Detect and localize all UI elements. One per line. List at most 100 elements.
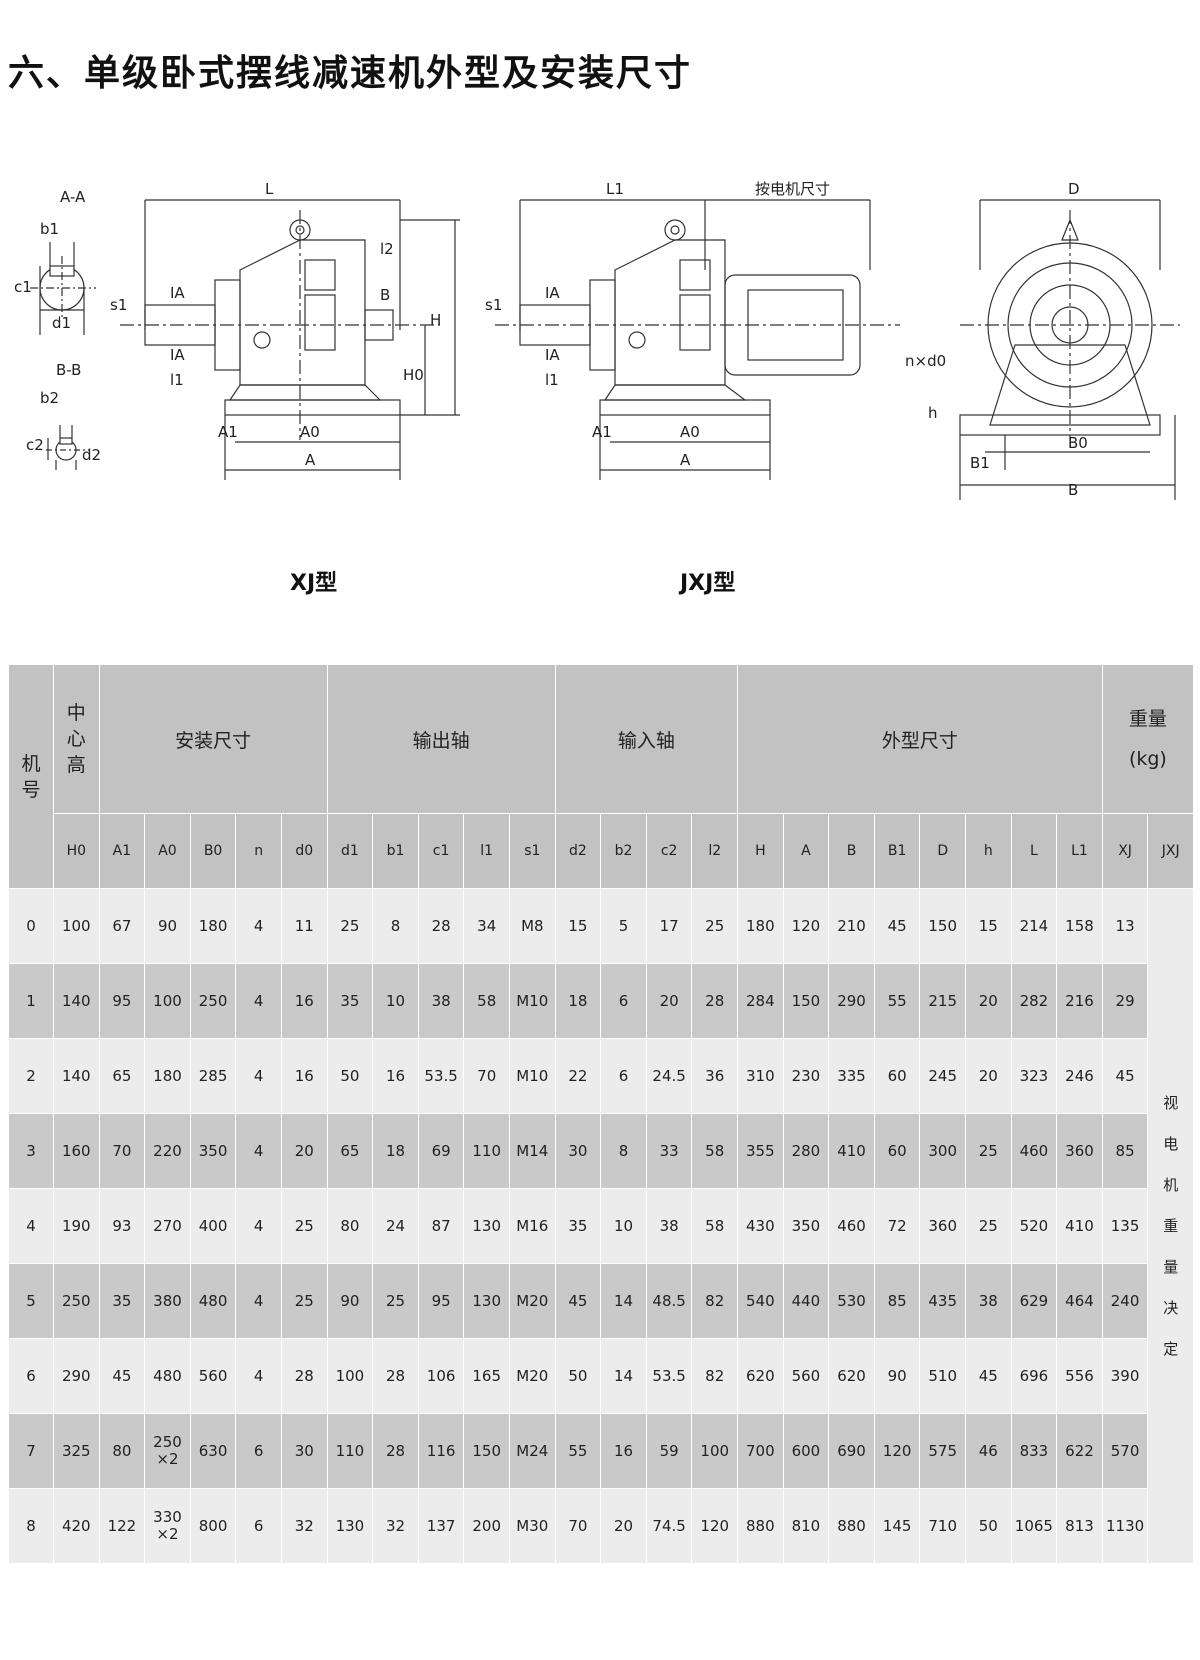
cell-h: 25	[965, 1188, 1012, 1264]
cell-h: 45	[965, 1338, 1012, 1414]
cell-d2: 22	[554, 1038, 602, 1114]
cell-c1: 106	[417, 1338, 465, 1414]
cell-d: 575	[919, 1413, 966, 1489]
cell-l2: 120	[691, 1488, 739, 1564]
section-aa-label: A-A	[60, 188, 86, 206]
cell-a1: 95	[98, 963, 146, 1039]
cell-b2: 6	[600, 1038, 647, 1114]
cell-d: 215	[919, 963, 966, 1039]
cell-d1: 80	[326, 1188, 374, 1264]
cell-d1: 35	[326, 963, 374, 1039]
column-header-a0: A0	[144, 813, 191, 889]
jxj-side-view	[495, 199, 900, 480]
cell-c1: 28	[417, 888, 465, 964]
cell-b1: 120	[873, 1413, 921, 1489]
cell-d0: 32	[280, 1488, 328, 1564]
cell-a1: 70	[98, 1113, 146, 1189]
cell-h0: 190	[53, 1188, 100, 1264]
column-header-a1: A1	[98, 813, 146, 889]
cell-s1: M14	[509, 1113, 556, 1189]
cell-xj: 570	[1101, 1413, 1149, 1489]
cell-h: 620	[737, 1338, 784, 1414]
cell-l1: 360	[1056, 1113, 1103, 1189]
cell-d: 510	[919, 1338, 966, 1414]
cell-n: 4	[235, 963, 282, 1039]
cell-c2: 33	[645, 1113, 693, 1189]
column-header-s1: s1	[509, 813, 556, 889]
dim-s1: s1	[110, 296, 127, 314]
cell-d: 150	[919, 888, 966, 964]
dim-B0: B0	[1068, 434, 1088, 452]
column-header-d1: d1	[326, 813, 374, 889]
cell-d2: 18	[554, 963, 602, 1039]
cell-b: 335	[828, 1038, 875, 1114]
cell-c1: 137	[417, 1488, 465, 1564]
dim-jxj-s1: s1	[485, 296, 502, 314]
cell-b1: 145	[873, 1488, 921, 1564]
dim-B: B	[1068, 481, 1078, 499]
header-input-shaft: 输入轴	[554, 664, 739, 814]
cell-c2: 20	[645, 963, 693, 1039]
section-bb-label: B-B	[56, 361, 81, 379]
cell-xj: 29	[1101, 963, 1149, 1039]
cell-s1: M24	[509, 1413, 556, 1489]
cell-s1: M16	[509, 1188, 556, 1264]
dim-jxj-l1: l1	[545, 371, 559, 389]
column-header-b: B	[828, 813, 875, 889]
cell-n: 4	[235, 888, 282, 964]
dim-H: H	[430, 311, 441, 329]
cell-b1: 60	[873, 1113, 921, 1189]
cell-s1: M10	[509, 1038, 556, 1114]
cell-b0: 630	[189, 1413, 237, 1489]
caption-jxj: JXJ型	[680, 571, 736, 596]
column-header-b2: b2	[600, 813, 647, 889]
cell-b1: 8	[372, 888, 419, 964]
cell-l1: 150	[463, 1413, 510, 1489]
cell-a0: 480	[144, 1338, 191, 1414]
cell-b1: 24	[372, 1188, 419, 1264]
cell-b2: 10	[600, 1188, 647, 1264]
cell-l: 629	[1010, 1263, 1058, 1339]
header-center-height: 中心高	[53, 664, 100, 814]
cell-model-number: 5	[8, 1263, 54, 1339]
cell-a0: 220	[144, 1113, 191, 1189]
cell-a1: 80	[98, 1413, 146, 1489]
cell-c1: 69	[417, 1113, 465, 1189]
cell-a: 600	[782, 1413, 830, 1489]
cell-h0: 140	[53, 1038, 100, 1114]
cell-a0: 100	[144, 963, 191, 1039]
cell-h: 20	[965, 963, 1012, 1039]
cell-a: 440	[782, 1263, 830, 1339]
cell-model-number: 4	[8, 1188, 54, 1264]
cell-d0: 16	[280, 963, 328, 1039]
cell-b1: 25	[372, 1263, 419, 1339]
cell-d1: 100	[326, 1338, 374, 1414]
cell-a: 350	[782, 1188, 830, 1264]
cell-l: 833	[1010, 1413, 1058, 1489]
technical-drawings: A-A b1 c1 d1 B-B b2 c2 d2 L l2 s1 IA IA …	[14, 180, 1180, 500]
column-header-d0: d0	[280, 813, 328, 889]
cell-b2: 8	[600, 1113, 647, 1189]
dim-b1: b1	[40, 220, 59, 238]
cell-xj: 1130	[1101, 1488, 1149, 1564]
cell-b: 460	[828, 1188, 875, 1264]
dim-motor-size: 按电机尺寸	[755, 180, 830, 198]
cell-l: 214	[1010, 888, 1058, 964]
cell-d0: 20	[280, 1113, 328, 1189]
cell-l: 696	[1010, 1338, 1058, 1414]
cell-a: 120	[782, 888, 830, 964]
column-header-b1: b1	[372, 813, 419, 889]
cell-b: 290	[828, 963, 875, 1039]
cell-l1: 200	[463, 1488, 510, 1564]
cell-b2: 14	[600, 1263, 647, 1339]
cell-b: 210	[828, 888, 875, 964]
section-aa-drawing	[30, 242, 96, 335]
cell-b2: 16	[600, 1413, 647, 1489]
cell-n: 6	[235, 1488, 282, 1564]
cell-h: 50	[965, 1488, 1012, 1564]
